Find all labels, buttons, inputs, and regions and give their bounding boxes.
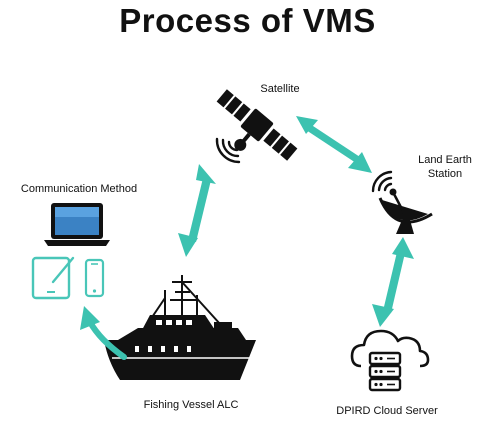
diagram-title: Process of VMS <box>119 2 376 39</box>
fishing-vessel-icon <box>104 275 256 380</box>
phone-icon <box>84 258 105 298</box>
land-earth-station-label: Land Earth Station <box>418 154 472 180</box>
satellite-label: Satellite <box>260 83 300 95</box>
satellite-dish-icon <box>371 170 433 234</box>
arrow-satellite-station <box>296 116 372 173</box>
satellite-signal-icon <box>215 137 241 164</box>
laptop-icon <box>44 203 110 246</box>
fishing-vessel-label: Fishing Vessel ALC <box>143 399 239 411</box>
arrow-vessel-satellite <box>178 164 216 257</box>
satellite-icon <box>216 89 298 161</box>
arrow-vessel-devices <box>80 306 127 360</box>
cloud-server-label: DPIRD Cloud Server <box>336 405 438 417</box>
arrow-station-cloud <box>372 237 414 327</box>
cloud-server-icon <box>350 329 430 392</box>
tablet-icon <box>31 256 75 300</box>
communication-method-label: Communication Method <box>20 183 138 195</box>
